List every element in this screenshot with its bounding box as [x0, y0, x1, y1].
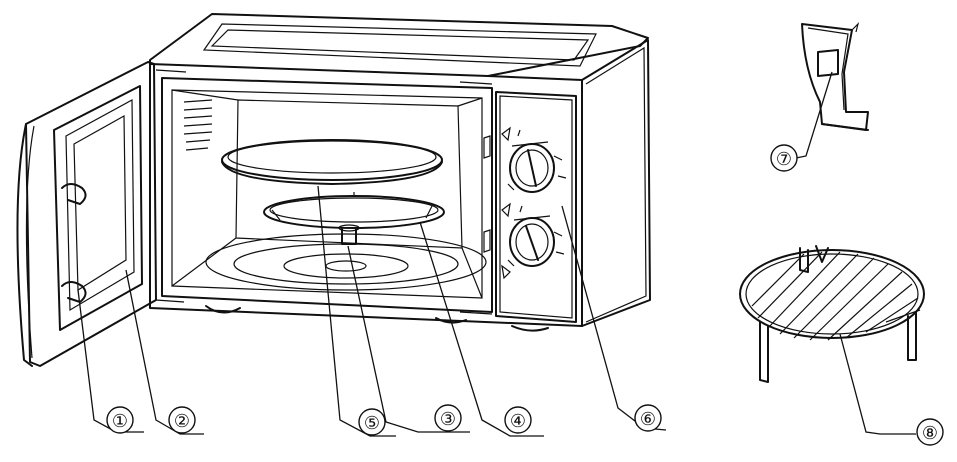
svg-text:⑦: ⑦ [776, 149, 792, 170]
callout-5: ⑤ [358, 408, 386, 436]
round-rack [739, 245, 925, 383]
callout-1: ① [106, 406, 134, 434]
svg-text:①: ① [112, 411, 128, 432]
svg-text:⑥: ⑥ [640, 409, 656, 430]
callout-4: ④ [504, 406, 532, 434]
timer-knob [501, 126, 567, 193]
callout-8: ⑧ [916, 418, 944, 446]
control-panel [483, 91, 577, 323]
power-knob [501, 202, 565, 280]
vent-slots [183, 99, 213, 151]
leader-lines [77, 71, 916, 437]
glass-tray [221, 139, 443, 185]
roller-ring [263, 192, 445, 229]
svg-text:⑤: ⑤ [364, 413, 380, 434]
cavity-floor [205, 233, 487, 291]
svg-text:③: ③ [440, 409, 456, 430]
callout-2: ② [168, 406, 196, 434]
door [16, 61, 157, 367]
callout-7: ⑦ [770, 144, 798, 172]
callout-3: ③ [434, 404, 462, 432]
svg-text:②: ② [174, 411, 190, 432]
mica-cover-detail [801, 22, 869, 131]
svg-text:⑧: ⑧ [922, 423, 938, 444]
callout-6: ⑥ [634, 404, 662, 432]
svg-text:④: ④ [510, 411, 526, 432]
microwave-body [149, 13, 651, 332]
rack-grid-lines [751, 251, 921, 341]
